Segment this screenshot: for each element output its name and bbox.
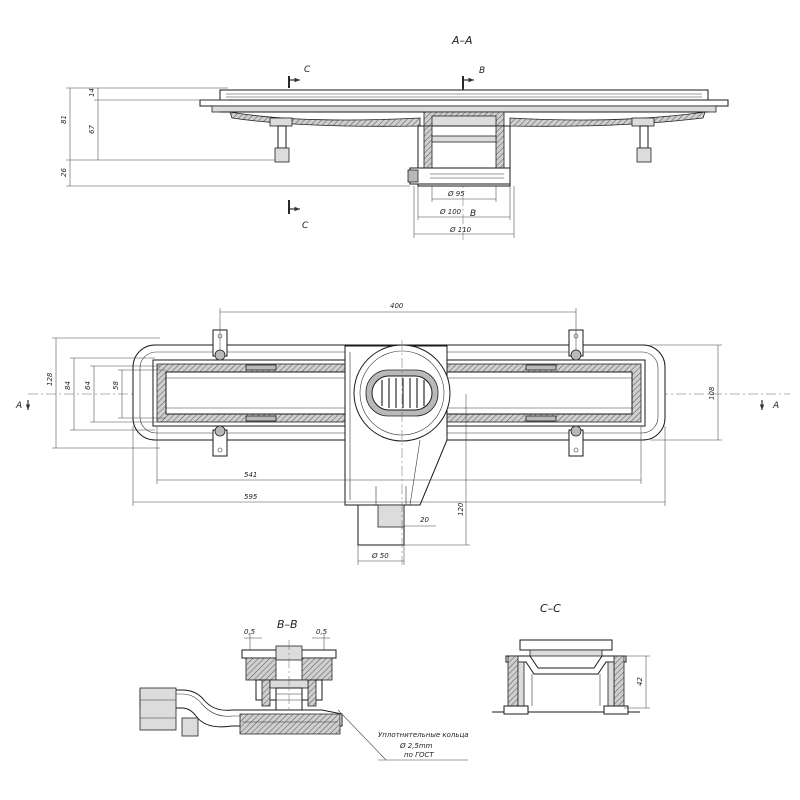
dim-541: 541 [244,471,257,479]
cut-label-a-left: A [15,401,22,411]
plan-right-dim: 108 [650,344,722,441]
cut-label-a-right: A [772,401,779,411]
cut-label-c-bottom: C [302,221,309,231]
plan-length-dims: 541 595 [132,426,666,506]
siphon-body-aa [407,111,511,187]
dim-67: 67 [88,125,96,134]
siphon-grate [353,344,451,442]
dim-20: 20 [420,516,429,524]
section-bb-title: B–B [277,618,298,631]
cut-mark-b-top: B [462,66,485,90]
dim-dia100: Ø 100 [439,208,462,216]
dim-05-right: 0,5 [316,628,328,636]
dim-58: 58 [112,381,120,390]
note-line-2: Ø 2,5mm [399,742,433,750]
dim-84: 84 [64,381,72,390]
bracket-bottom-left [212,425,228,457]
dim-42: 42 [636,677,644,686]
section-cc-view: C–C 42 [492,602,650,715]
cut-mark-a-left: A [15,400,31,411]
diameter-dimensions: Ø 95 Ø 100 B Ø 110 [413,186,515,238]
cut-mark-c-bottom: C [288,200,309,231]
dim-dia110: Ø 110 [449,226,472,234]
dim-26: 26 [60,168,68,177]
bb-top-dims: 0,5 0,5 [244,628,330,650]
note-line-3: по ГОСТ [404,751,434,759]
dim-108: 108 [708,386,716,400]
height-dimensions: 81 67 14 26 [60,87,410,187]
siphon-offset-dims: 20 120 Ø 50 [357,394,470,565]
note-line-1: Уплотнительные кольца [378,731,469,739]
support-leg-right [631,117,655,163]
bb-siphon-section [241,640,337,718]
dim-400: 400 [390,302,404,310]
seal-ring-note: Уплотнительные кольца Ø 2,5mm по ГОСТ [337,709,469,761]
dim-595: 595 [244,493,258,501]
cut-mark-c-top: C [288,65,311,88]
section-aa-view: A–A C C B [60,34,729,240]
dim-dia50: Ø 50 [371,552,389,560]
dim-64: 64 [84,381,92,390]
bb-outlet-section [139,687,343,737]
dim-128: 128 [46,372,54,386]
cc-height-dim: 42 [624,655,650,709]
cc-channel-section [492,639,640,715]
dim-400-line: 400 [219,302,577,350]
grate-slots [381,378,425,408]
plan-view: A A [15,302,790,565]
section-bb-view: B–B 0,5 0,5 [139,618,469,761]
cut-label-c-top: C [304,65,311,75]
plan-height-dims: 128 84 64 58 [46,337,166,449]
support-leg-left [269,117,293,163]
dim-81: 81 [60,115,68,124]
dim-14: 14 [88,88,96,97]
section-cc-title: C–C [540,602,561,615]
cut-mark-a-right: A [759,400,779,411]
cut-label-b-top: B [479,66,485,76]
dim-120: 120 [457,502,465,516]
dim-dia95: Ø 95 [447,190,465,198]
section-aa-title: A–A [451,34,473,47]
bracket-bottom-right [568,425,584,457]
cut-label-b-bottom: B [470,209,476,219]
dim-05-left: 0,5 [244,628,256,636]
